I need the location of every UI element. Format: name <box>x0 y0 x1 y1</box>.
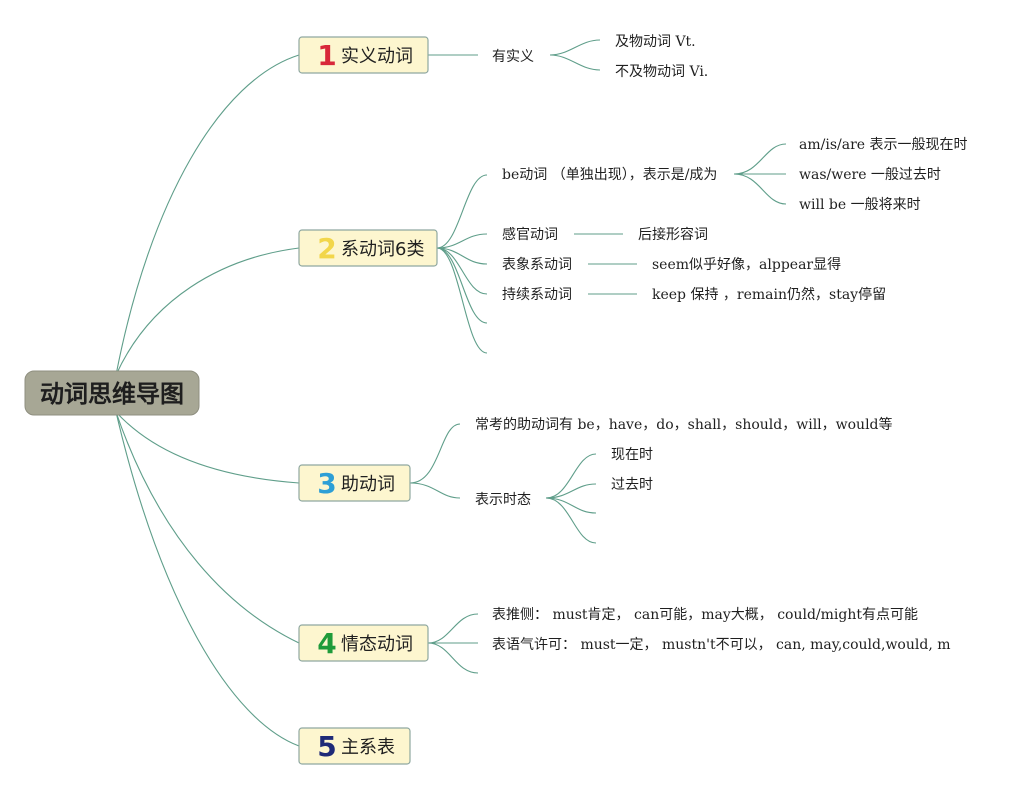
leaf-youshiyi: 有实义 <box>492 49 534 65</box>
leaf-sense-verb: 感官动词 <box>502 226 558 243</box>
branch-4-connectors <box>427 613 479 674</box>
leaf-sense-detail: 后接形容词 <box>638 226 708 243</box>
branch-node-5[interactable]: 5 主系表 <box>298 727 411 765</box>
leaf-be-future: will be 一般将来时 <box>799 197 921 213</box>
branch-number-3: 3 <box>317 467 336 500</box>
branch-number-5: 5 <box>317 730 336 763</box>
leaf-be-verb: be动词 （单独出现），表示是/成为 <box>502 167 717 183</box>
branch-label-1: 实义动词 <box>341 46 413 67</box>
branch-number-1: 1 <box>317 39 336 72</box>
root-node[interactable]: 动词思维导图 <box>24 370 200 416</box>
branch-number-4: 4 <box>317 627 336 660</box>
leaf-common-auxiliary: 常考的助动词有 be，have，do，shall，should，will，wou… <box>475 416 893 433</box>
branch-label-2: 系动词6类 <box>341 239 424 260</box>
connector-branch-4 <box>115 411 300 644</box>
leaf-permission: 表语气许可： must一定， mustn't不可以， can, may,coul… <box>492 637 951 653</box>
branch-label-5: 主系表 <box>341 737 395 758</box>
branch-number-2: 2 <box>317 232 336 265</box>
leaf-keep-verb: 持续系动词 <box>502 286 572 303</box>
leaf-be-present: am/is/are 表示一般现在时 <box>799 137 968 153</box>
leaf-seem-verb: 表象系动词 <box>502 257 572 273</box>
leaf-keep-detail: keep 保持 ，remain仍然，stay停留 <box>652 286 886 303</box>
branch-node-4[interactable]: 4 情态动词 <box>298 624 429 662</box>
branch-1-connectors <box>428 39 601 71</box>
root-label: 动词思维导图 <box>40 380 184 408</box>
leaf-speculation: 表推侧： must肯定， can可能，may大概， could/might有点可… <box>492 607 918 623</box>
branch-3-connectors <box>409 423 597 544</box>
leaf-transitive: 及物动词 Vt. <box>615 34 696 50</box>
connector-branch-3 <box>115 411 300 484</box>
connector-branch-2 <box>115 247 300 376</box>
root-connectors <box>115 54 300 747</box>
branch-node-3[interactable]: 3 助动词 <box>298 464 411 502</box>
connector-branch-5 <box>115 411 300 747</box>
branch-2-connectors <box>436 143 787 354</box>
leaf-tense: 表示时态 <box>475 492 531 508</box>
branch-node-2[interactable]: 2 系动词6类 <box>298 229 438 267</box>
branch-label-3: 助动词 <box>341 474 395 495</box>
connector-branch-1 <box>115 54 300 376</box>
leaf-past-tense: 过去时 <box>611 477 653 493</box>
leaf-seem-detail: seem似乎好像，alppear显得 <box>652 256 841 273</box>
branch-node-1[interactable]: 1 实义动词 <box>298 36 429 74</box>
leaf-intransitive: 不及物动词 Vi. <box>615 64 708 80</box>
leaf-present-tense: 现在时 <box>611 447 653 463</box>
leaf-be-past: was/were 一般过去时 <box>799 167 941 183</box>
branch-label-4: 情态动词 <box>341 634 413 655</box>
